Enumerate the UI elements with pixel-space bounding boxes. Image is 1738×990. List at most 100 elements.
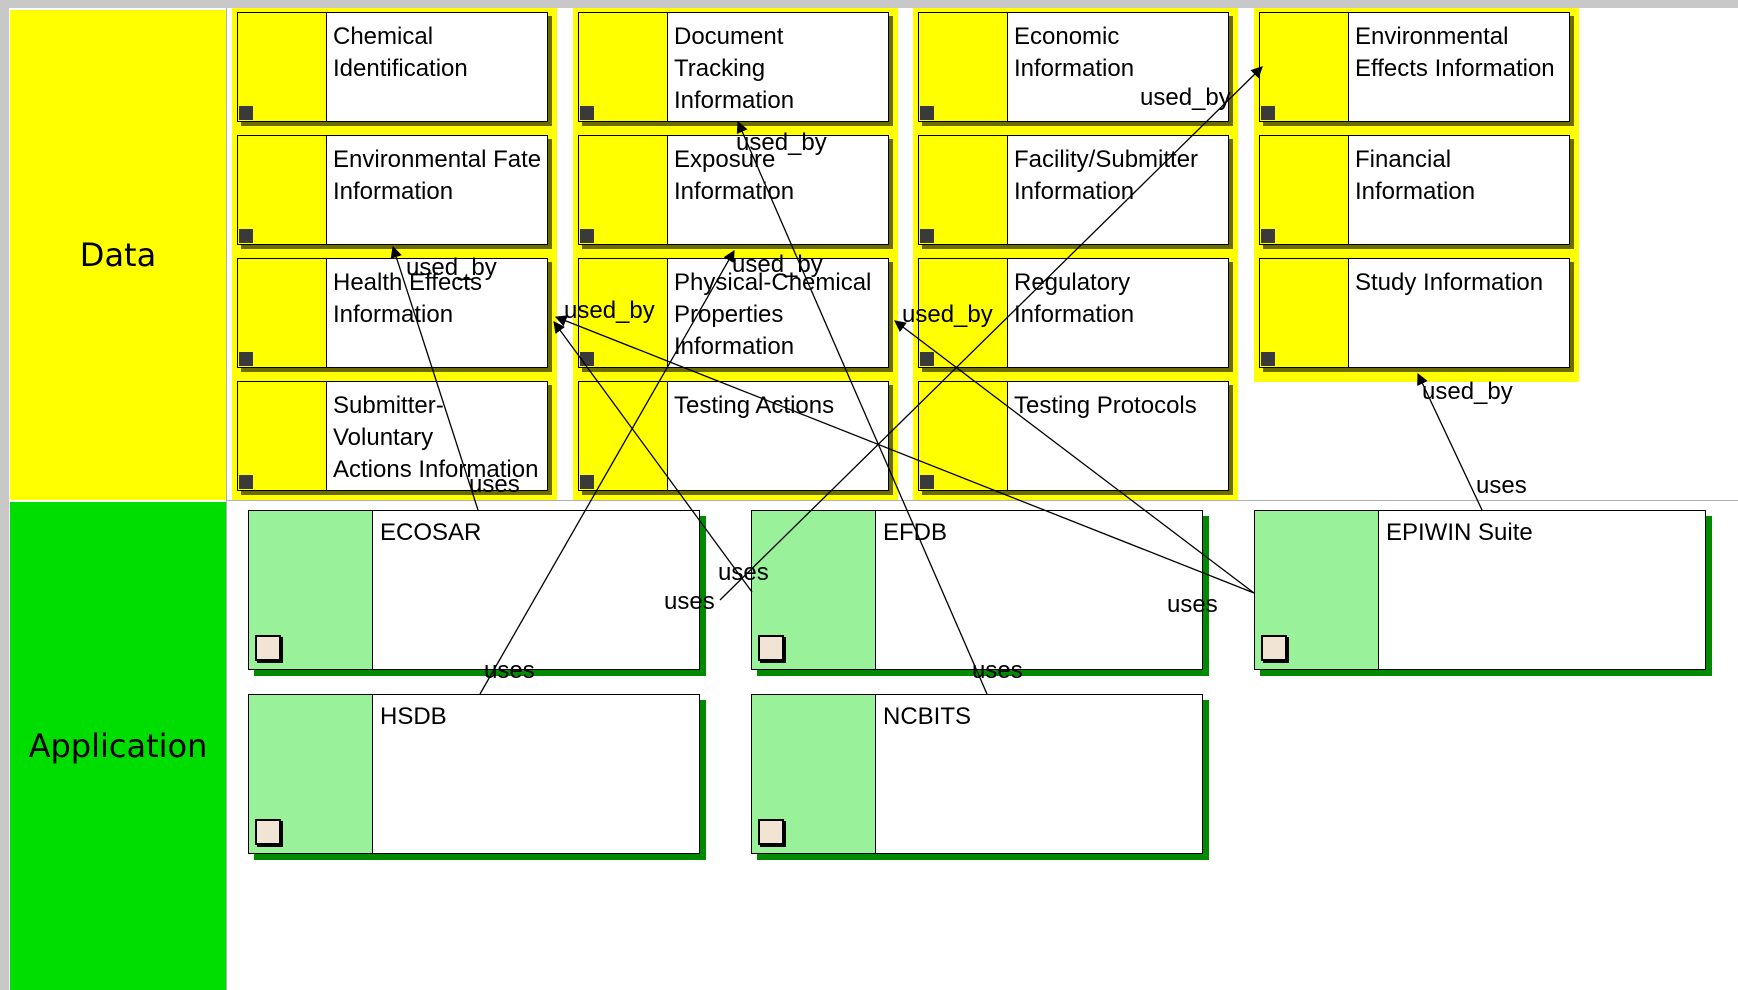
link-label: uses bbox=[469, 471, 520, 498]
entity-corner-icon bbox=[239, 106, 253, 120]
application-label: NCBITS bbox=[883, 703, 972, 730]
link-ncbits-document-tracking bbox=[736, 120, 988, 695]
link-label: used_by bbox=[732, 251, 823, 278]
data-lane-title: Data bbox=[79, 236, 157, 274]
entity-swatch bbox=[579, 136, 668, 244]
entity-corner-icon bbox=[580, 229, 594, 243]
entity-label: Health Effects Information bbox=[333, 269, 482, 328]
entity-label: Physical-Chemical Properties Information bbox=[674, 269, 872, 360]
data-entity-health-effects-information[interactable]: Health Effects Information bbox=[237, 258, 548, 368]
entity-corner-icon bbox=[239, 352, 253, 366]
entity-label: Testing Protocols bbox=[1014, 392, 1197, 419]
link-label: used_by bbox=[564, 297, 655, 324]
application-lane-title: Application bbox=[28, 727, 208, 765]
entity-swatch bbox=[919, 136, 1008, 244]
entity-swatch bbox=[1260, 13, 1349, 121]
link-efdb-environmental-effects bbox=[719, 66, 1263, 601]
lane-separator bbox=[226, 500, 1738, 501]
entity-swatch bbox=[579, 382, 668, 490]
link-epiwin-health-effects bbox=[554, 315, 1255, 594]
data-entity-economic-information[interactable]: Economic Information bbox=[918, 12, 1229, 122]
link-label: used_by bbox=[1422, 378, 1513, 405]
entity-corner-icon bbox=[920, 106, 934, 120]
left-border bbox=[0, 0, 9, 990]
data-entity-testing-actions[interactable]: Testing Actions bbox=[578, 381, 889, 491]
entity-corner-icon bbox=[920, 475, 934, 489]
entity-corner-icon bbox=[239, 229, 253, 243]
link-ecosar-environmental-fate bbox=[390, 245, 479, 511]
entity-corner-icon bbox=[239, 475, 253, 489]
entity-corner-icon bbox=[1261, 106, 1275, 120]
application-component-icon bbox=[758, 819, 784, 845]
application-component-icon bbox=[255, 635, 281, 661]
application-label: ECOSAR bbox=[380, 519, 482, 546]
entity-swatch bbox=[238, 382, 327, 490]
entity-label: Financial Information bbox=[1355, 146, 1476, 205]
entity-swatch bbox=[919, 13, 1008, 121]
link-epiwin-physical-chemical bbox=[894, 320, 1255, 594]
link-label: uses bbox=[664, 588, 715, 615]
entity-swatch bbox=[1260, 136, 1349, 244]
entity-label: Submitter-Voluntary Actions Information bbox=[333, 392, 539, 483]
data-entity-study-information[interactable]: Study Information bbox=[1259, 258, 1570, 368]
link-label: used_by bbox=[902, 301, 993, 328]
link-label: uses bbox=[1167, 591, 1218, 618]
entity-swatch bbox=[238, 136, 327, 244]
entity-swatch bbox=[238, 259, 327, 367]
entity-swatch bbox=[238, 13, 327, 121]
data-entity-testing-protocols[interactable]: Testing Protocols bbox=[918, 381, 1229, 491]
application-label: EFDB bbox=[883, 519, 948, 546]
data-entity-financial-information[interactable]: Financial Information bbox=[1259, 135, 1570, 245]
entity-label: Environmental Effects Information bbox=[1355, 23, 1555, 82]
application-component-icon bbox=[255, 819, 281, 845]
link-label: uses bbox=[718, 559, 769, 586]
entity-swatch bbox=[579, 13, 668, 121]
data-entity-regulatory-information[interactable]: Regulatory Information bbox=[918, 258, 1229, 368]
data-entity-environmental-fate-information[interactable]: Environmental Fate Information bbox=[237, 135, 548, 245]
entity-label: Chemical Identification bbox=[333, 23, 468, 82]
application-lane-header: Application bbox=[10, 502, 226, 990]
link-label: used_by bbox=[736, 129, 827, 156]
entity-swatch bbox=[919, 259, 1008, 367]
entity-label: Environmental Fate Information bbox=[333, 146, 542, 205]
application-ecosar[interactable]: ECOSAR bbox=[248, 510, 700, 670]
entity-label: Testing Actions bbox=[674, 392, 835, 419]
application-component-icon bbox=[1261, 635, 1287, 661]
entity-label: Document Tracking Information bbox=[674, 23, 795, 114]
entity-corner-icon bbox=[1261, 229, 1275, 243]
entity-swatch bbox=[919, 382, 1008, 490]
entity-label: Economic Information bbox=[1014, 23, 1135, 82]
data-entity-exposure-information[interactable]: Exposure Information bbox=[578, 135, 889, 245]
entity-corner-icon bbox=[920, 352, 934, 366]
link-efdb-health-effects bbox=[553, 321, 753, 593]
data-entity-facility-submitter-information[interactable]: Facility/Submitter Information bbox=[918, 135, 1229, 245]
application-epiwin-suite[interactable]: EPIWIN Suite bbox=[1254, 510, 1706, 670]
data-entity-submitter-voluntary-actions-information[interactable]: Submitter-Voluntary Actions Information bbox=[237, 381, 548, 491]
top-border bbox=[0, 0, 1738, 8]
application-ncbits[interactable]: NCBITS bbox=[751, 694, 1203, 854]
application-component-icon bbox=[758, 635, 784, 661]
application-hsdb[interactable]: HSDB bbox=[248, 694, 700, 854]
entity-label: Facility/Submitter Information bbox=[1014, 146, 1199, 205]
data-entity-physical-chemical-properties-information[interactable]: Physical-Chemical Properties Information bbox=[578, 258, 889, 368]
link-label: uses bbox=[484, 657, 535, 684]
entity-swatch bbox=[579, 259, 668, 367]
entity-corner-icon bbox=[920, 229, 934, 243]
application-label: EPIWIN Suite bbox=[1386, 519, 1533, 546]
application-efdb[interactable]: EFDB bbox=[751, 510, 1203, 670]
lane-header-divider bbox=[226, 8, 227, 990]
data-entity-chemical-identification[interactable]: Chemical Identification bbox=[237, 12, 548, 122]
link-hsdb-exposure bbox=[479, 249, 735, 695]
link-label: used_by bbox=[406, 254, 497, 281]
data-lane-header: Data bbox=[10, 10, 226, 500]
entity-corner-icon bbox=[580, 475, 594, 489]
entity-swatch bbox=[1260, 259, 1349, 367]
application-label: HSDB bbox=[380, 703, 447, 730]
data-entity-document-tracking-information[interactable]: Document Tracking Information bbox=[578, 12, 889, 122]
link-label: uses bbox=[1476, 472, 1527, 499]
entity-label: Study Information bbox=[1355, 269, 1544, 296]
link-epiwin-study-information bbox=[1417, 372, 1483, 511]
data-entity-environmental-effects-information[interactable]: Environmental Effects Information bbox=[1259, 12, 1570, 122]
entity-corner-icon bbox=[580, 106, 594, 120]
